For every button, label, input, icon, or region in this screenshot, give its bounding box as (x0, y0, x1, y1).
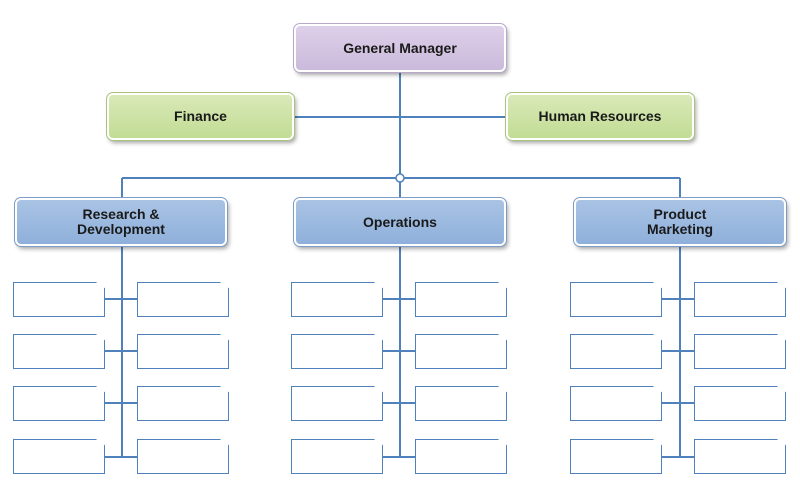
sub-box-ops-left-1[interactable] (291, 282, 383, 317)
junction-dot (395, 173, 405, 183)
sub-box-ops-right-4[interactable] (415, 439, 507, 474)
sub-box-ops-left-3[interactable] (291, 386, 383, 421)
research-development-label: Research & Development (77, 206, 165, 237)
branch-ticks (105, 298, 694, 458)
sub-box-rd-right-2[interactable] (137, 334, 229, 369)
sub-box-rd-right-3[interactable] (137, 386, 229, 421)
finance-label: Finance (174, 108, 227, 124)
sub-box-pm-right-2[interactable] (694, 334, 786, 369)
sub-box-rd-left-2[interactable] (13, 334, 105, 369)
finance-box[interactable]: Finance (106, 92, 295, 141)
sub-box-rd-right-4[interactable] (137, 439, 229, 474)
sub-box-ops-right-2[interactable] (415, 334, 507, 369)
general-manager-label: General Manager (343, 39, 457, 56)
product-marketing-label: Product Marketing (646, 206, 714, 237)
operations-box[interactable]: Operations (293, 197, 507, 247)
operations-label: Operations (363, 213, 437, 230)
sub-box-rd-right-1[interactable] (137, 282, 229, 317)
sub-box-pm-right-1[interactable] (694, 282, 786, 317)
human-resources-label: Human Resources (538, 108, 662, 124)
sub-box-rd-left-1[interactable] (13, 282, 105, 317)
product-marketing-box[interactable]: Product Marketing (573, 197, 787, 247)
sub-box-pm-left-3[interactable] (570, 386, 662, 421)
research-development-box[interactable]: Research & Development (14, 197, 228, 247)
sub-box-pm-right-3[interactable] (694, 386, 786, 421)
sub-box-pm-left-4[interactable] (570, 439, 662, 474)
sub-box-ops-right-1[interactable] (415, 282, 507, 317)
general-manager-box[interactable]: General Manager (293, 23, 507, 73)
sub-box-pm-left-2[interactable] (570, 334, 662, 369)
human-resources-box[interactable]: Human Resources (505, 92, 695, 141)
sub-box-pm-right-4[interactable] (694, 439, 786, 474)
sub-box-rd-left-4[interactable] (13, 439, 105, 474)
sub-box-pm-left-1[interactable] (570, 282, 662, 317)
sub-box-ops-left-2[interactable] (291, 334, 383, 369)
sub-box-rd-left-3[interactable] (13, 386, 105, 421)
sub-box-ops-right-3[interactable] (415, 386, 507, 421)
sub-box-ops-left-4[interactable] (291, 439, 383, 474)
